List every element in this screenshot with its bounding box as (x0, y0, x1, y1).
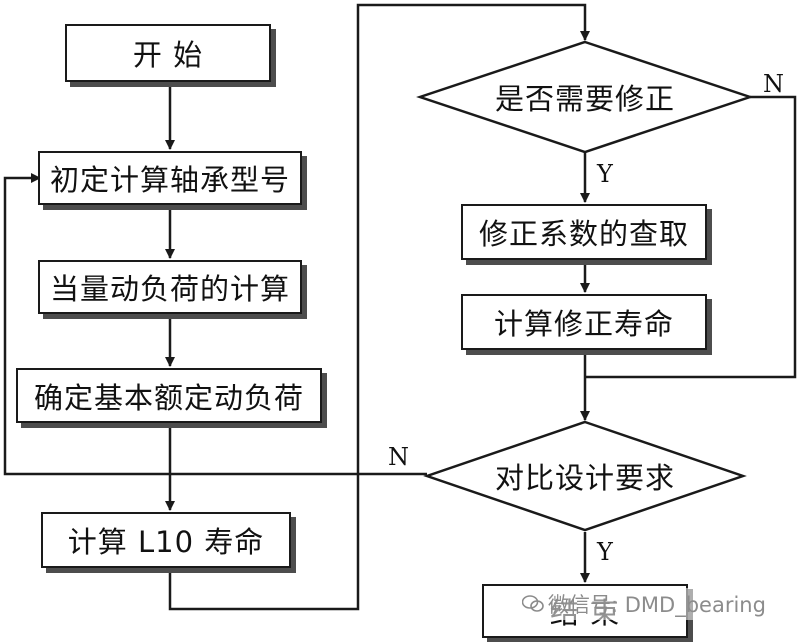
basic-rating-label: 确定基本额定动负荷 (33, 380, 304, 415)
branch-compare-no: N (388, 443, 409, 471)
basic-rating-box: 确定基本额定动负荷 (16, 368, 322, 423)
diamond-compare (423, 420, 747, 532)
corrected-life-label: 计算修正寿命 (493, 307, 674, 341)
watermark: 微信号: DMD_bearing (518, 588, 770, 620)
decision-need-correction-label: 是否需要修正 (494, 82, 675, 116)
arrow-l10-to-decision (168, 3, 590, 611)
start-box: 开 始 (65, 24, 271, 82)
branch-correction-yes: Y (597, 160, 613, 188)
correction-factor-label: 修正系数的查取 (478, 217, 689, 251)
equivalent-load-label: 当量动负荷的计算 (49, 272, 290, 306)
decision-compare-label: 对比设计要求 (494, 461, 675, 495)
arrow-compare-no (3, 173, 427, 476)
corrected-life-box: 计算修正寿命 (461, 294, 707, 350)
decision-diamonds (416, 40, 754, 532)
arrow-decision-no (585, 95, 797, 379)
l10-life-label: 计算 L10 寿命 (67, 525, 265, 559)
branch-correction-no: N (763, 70, 784, 98)
diamond-need-correction (416, 40, 754, 154)
initial-bearing-label: 初定计算轴承型号 (49, 163, 290, 197)
wechat-icon (522, 595, 544, 612)
start-label: 开 始 (132, 38, 204, 72)
branch-compare-yes: Y (597, 538, 613, 566)
correction-factor-box: 修正系数的查取 (461, 204, 707, 260)
l10-life-box: 计算 L10 寿命 (41, 512, 291, 568)
equivalent-load-box: 当量动负荷的计算 (38, 260, 302, 314)
watermark-text: 微信号: DMD_bearing (548, 593, 766, 617)
initial-bearing-box: 初定计算轴承型号 (38, 151, 302, 205)
